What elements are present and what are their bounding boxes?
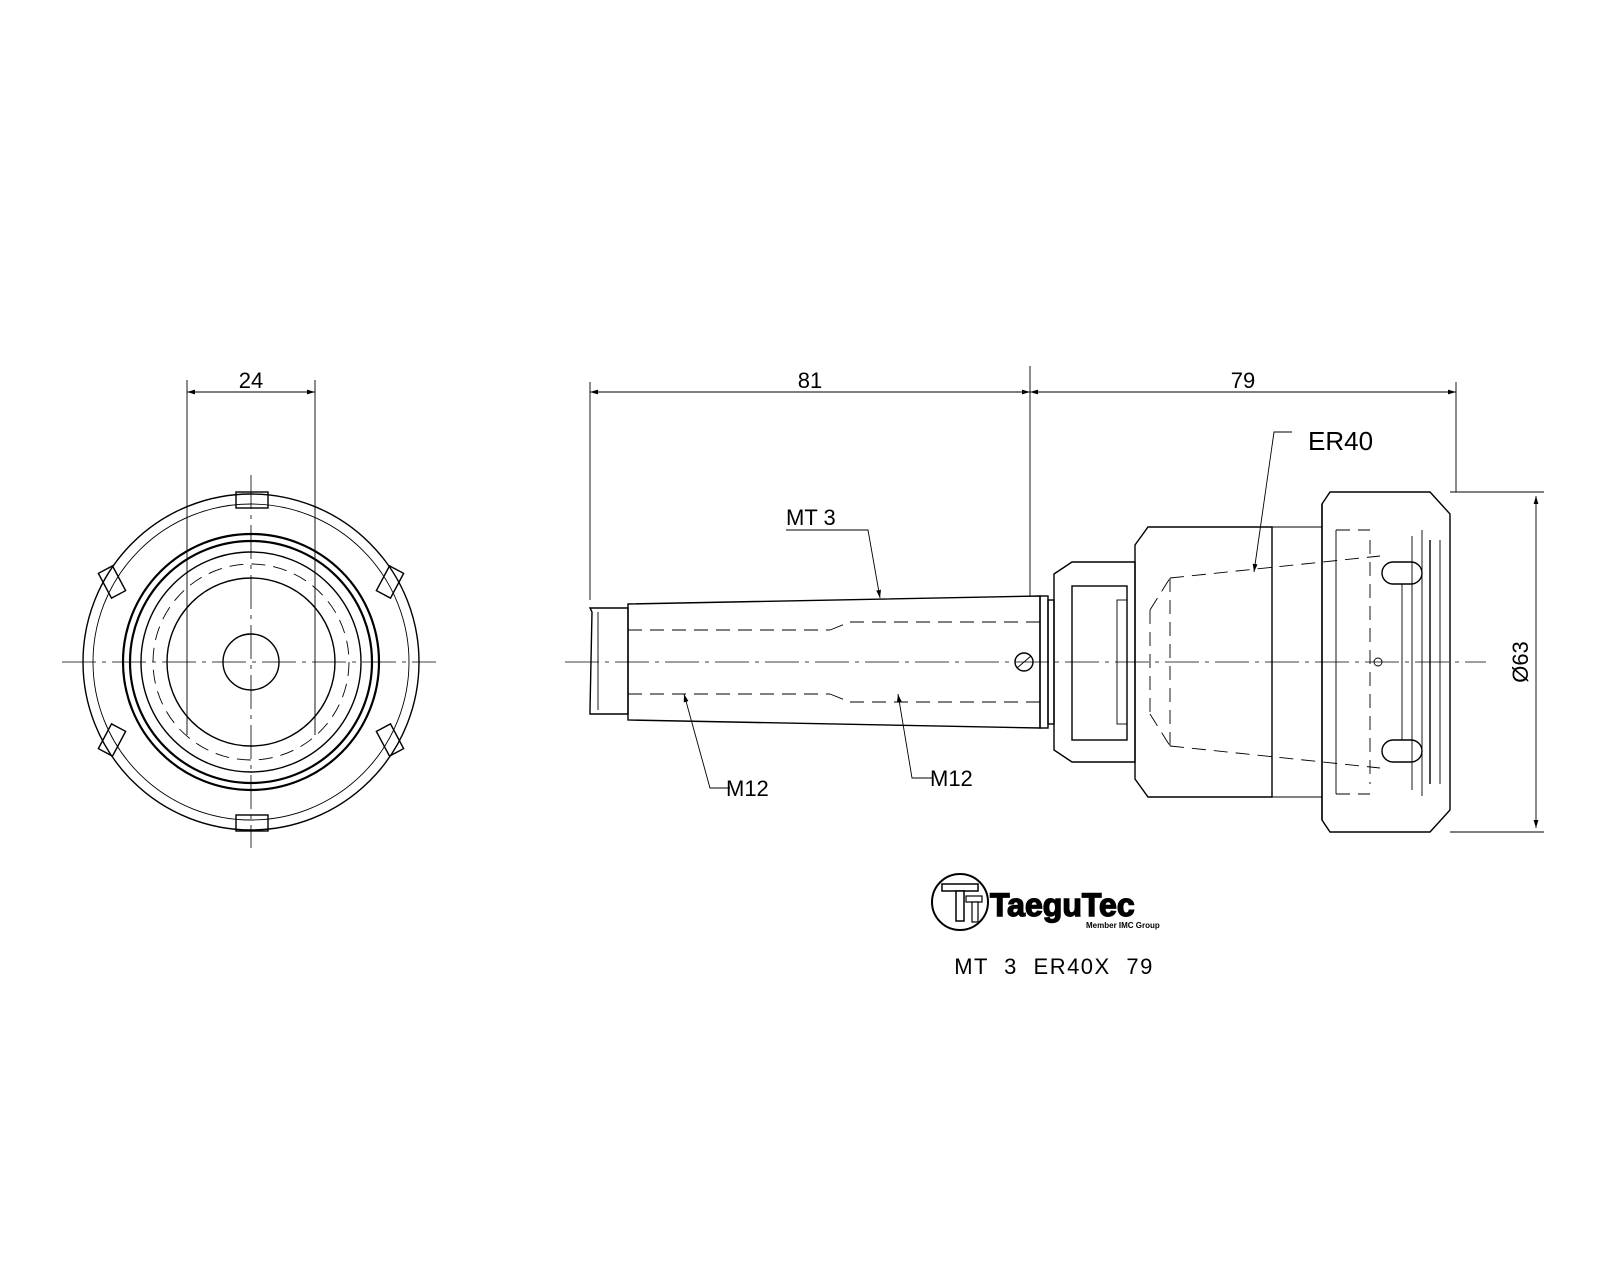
front-width-label: 24	[239, 368, 263, 393]
front-view: 24	[62, 368, 436, 848]
collet-body	[1134, 526, 1381, 798]
front-nut-slots	[97, 491, 405, 832]
thread-right-callout: M12	[930, 766, 973, 791]
front-width-dimension	[186, 380, 316, 735]
diameter-label: Ø63	[1508, 641, 1533, 683]
taper-callout: MT 3	[786, 505, 836, 530]
brand-name: TaeguTec	[990, 887, 1135, 923]
side-view: 81 79 Ø63 MT 3 ER40 M12 M12	[565, 366, 1544, 833]
part-number: MT 3 ER40X 79	[954, 954, 1154, 979]
brand-block: TaeguTec Member IMC Group MT 3 ER40X 79	[931, 873, 1160, 979]
collet-callout: ER40	[1308, 426, 1373, 456]
front-nut-outline	[82, 493, 420, 831]
shank-end	[588, 607, 629, 715]
shank-length-label: 81	[798, 368, 822, 393]
brand-tagline: Member IMC Group	[1086, 921, 1160, 930]
side-length-dimensions	[589, 366, 1457, 600]
callout-leaders	[683, 431, 1292, 789]
front-inner-rings	[121, 532, 381, 792]
nut-length-label: 79	[1231, 368, 1255, 393]
thread-left-callout: M12	[726, 776, 769, 801]
diameter-dimension	[1450, 491, 1544, 833]
collet-nut	[1321, 491, 1451, 833]
taegutec-logo-icon	[931, 873, 989, 931]
